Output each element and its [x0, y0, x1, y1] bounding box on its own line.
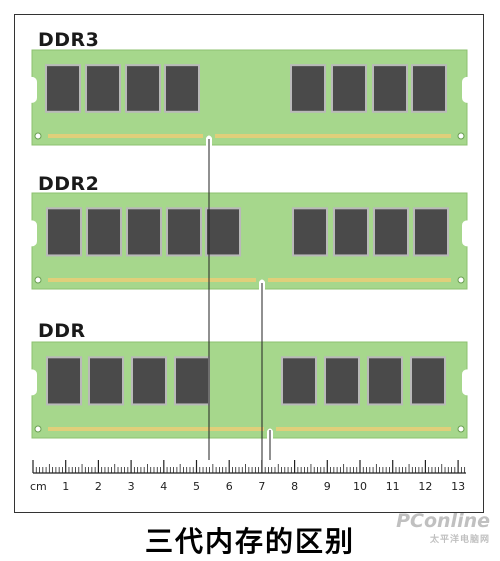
- ddr3-contacts-right: [215, 134, 451, 138]
- ddr3-side-notch: [462, 81, 468, 98]
- ddr3-chip: [413, 66, 445, 111]
- ddr2-chip: [335, 209, 367, 255]
- ddr2-chip: [294, 209, 326, 255]
- ddr-hole: [457, 425, 465, 433]
- ddr2-chip: [128, 209, 160, 255]
- ddr3-contacts-left: [48, 134, 203, 138]
- ddr3-chip: [166, 66, 198, 111]
- ddr2-contacts-left: [48, 278, 256, 282]
- ddr3-hole: [457, 132, 465, 140]
- ruler-number: 1: [62, 480, 70, 493]
- ddr2-hole: [34, 276, 42, 284]
- ruler-number: 5: [193, 480, 200, 493]
- ruler-unit-label: cm: [30, 480, 47, 493]
- ddr-chip: [412, 358, 444, 404]
- ddr3-side-notch: [31, 81, 37, 98]
- ddr3-hole: [34, 132, 42, 140]
- ddr-contacts-right: [276, 427, 451, 431]
- ddr3-chip: [127, 66, 159, 111]
- ruler-number: 8: [291, 480, 299, 493]
- ddr3-label: DDR3: [38, 29, 100, 51]
- ddr2-chip: [88, 209, 120, 255]
- ddr2-label: DDR2: [38, 173, 100, 195]
- ddr2-chip: [415, 209, 447, 255]
- ddr-chip: [369, 358, 401, 404]
- ruler-number: 6: [225, 480, 233, 493]
- ddr3-chip: [87, 66, 119, 111]
- ddr2-side-notch: [31, 225, 37, 242]
- ddr-chip: [90, 358, 122, 404]
- watermark-subtitle: 太平洋电脑网: [429, 535, 490, 545]
- ruler-number: 3: [127, 480, 135, 493]
- ddr-chip: [326, 358, 358, 404]
- ruler-number: 10: [353, 480, 367, 493]
- ddr2-chip: [168, 209, 200, 255]
- ruler-number: 4: [160, 480, 168, 493]
- ddr3-chip: [292, 66, 324, 111]
- ddr2-contacts-right: [268, 278, 451, 282]
- ddr3-chip: [333, 66, 365, 111]
- ddr2-chip: [207, 209, 239, 255]
- ddr2-chip: [48, 209, 80, 255]
- ddr-chip: [48, 358, 80, 404]
- ddr-chip: [283, 358, 315, 404]
- ddr2-side-notch: [462, 225, 468, 242]
- ruler-number: 2: [94, 480, 102, 493]
- ruler-number: 13: [451, 480, 466, 493]
- watermark: PConline 太平洋电脑网: [396, 510, 490, 545]
- ddr2-chip: [375, 209, 407, 255]
- ddr-hole: [34, 425, 42, 433]
- ddr-side-notch: [462, 374, 468, 391]
- ruler-number: 9: [323, 480, 331, 493]
- ddr3-chip: [47, 66, 79, 111]
- ddr-chip: [176, 358, 208, 404]
- ddr-label: DDR: [38, 320, 86, 342]
- ddr-chip: [133, 358, 165, 404]
- ddr-side-notch: [31, 374, 37, 391]
- ruler-number: 12: [418, 480, 433, 493]
- watermark-logo: PConline: [396, 510, 490, 532]
- ruler-number: 11: [385, 480, 400, 493]
- caption: 三代内存的区别: [144, 525, 355, 558]
- ruler-number: 7: [258, 480, 266, 493]
- ddr3-chip: [374, 66, 406, 111]
- ddr-contacts-left: [48, 427, 264, 431]
- ddr2-hole: [457, 276, 465, 284]
